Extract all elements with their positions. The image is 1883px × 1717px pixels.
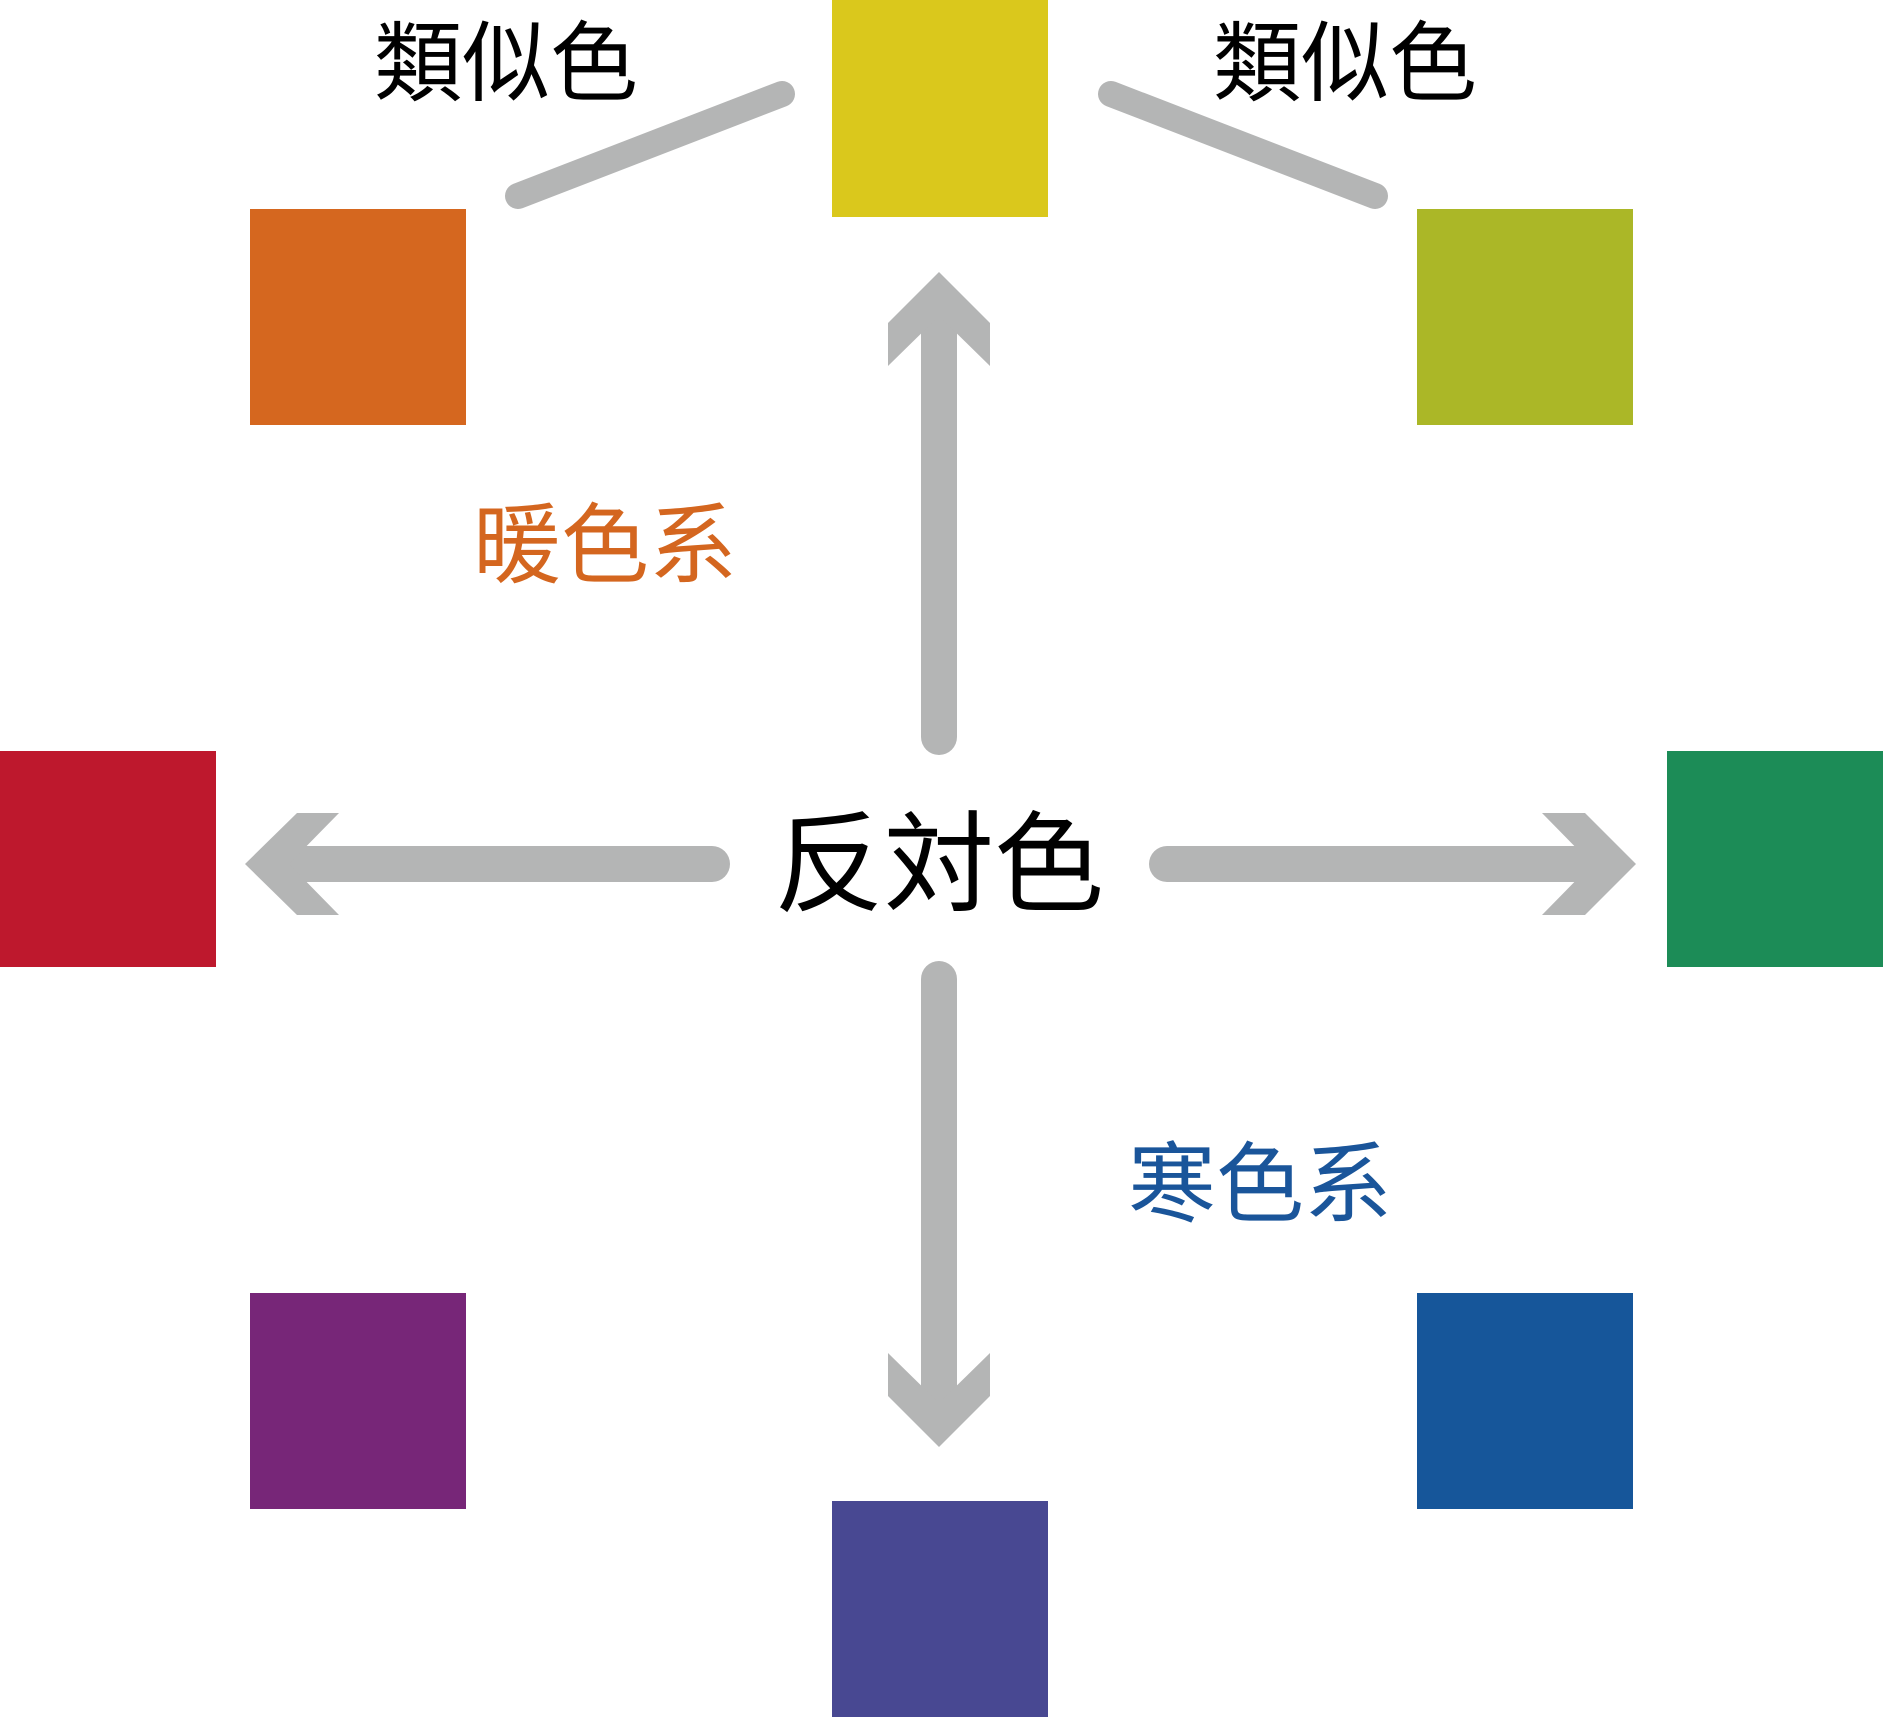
- swatch-green: [1667, 751, 1883, 967]
- arrow-left: [245, 813, 730, 915]
- cool-colors-label: 寒色系: [1128, 1133, 1392, 1236]
- swatch-blue: [1417, 1293, 1633, 1509]
- arrow-right: [1149, 813, 1636, 915]
- warm-colors-label: 暖色系: [473, 494, 737, 597]
- swatch-yellow-green: [1417, 209, 1633, 425]
- arrow-down: [888, 961, 990, 1447]
- opposite-color-label: 反対色: [774, 801, 1104, 929]
- swatch-purple: [250, 1293, 466, 1509]
- analogous-label-right: 類似色: [1213, 12, 1477, 115]
- swatch-blue-violet: [832, 1501, 1048, 1717]
- analogous-connector-left: [505, 81, 795, 209]
- analogous-connector-right: [1098, 81, 1388, 209]
- analogous-label-left: 類似色: [374, 12, 638, 115]
- swatch-yellow: [832, 0, 1048, 217]
- swatch-red: [0, 751, 216, 967]
- swatch-orange: [250, 209, 466, 425]
- arrow-up: [888, 272, 990, 755]
